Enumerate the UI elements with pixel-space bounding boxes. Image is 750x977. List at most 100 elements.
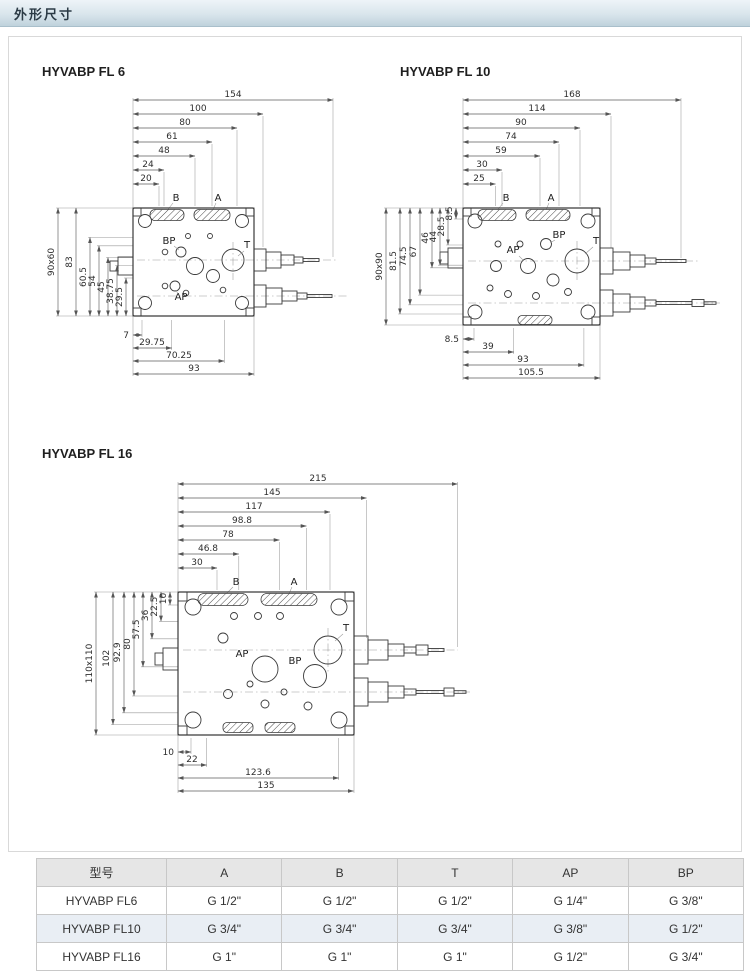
mounting-hole xyxy=(580,304,596,320)
port-label-b: B xyxy=(503,193,510,204)
table-row-fl6: HYVABP FL6 G 1/2" G 1/2" G 1/2" G 1/4" G… xyxy=(36,886,745,915)
port-ap xyxy=(251,655,279,683)
spec-cell: HYVABP FL16 xyxy=(36,942,167,971)
mounting-hole xyxy=(330,598,348,616)
dim-label: 78 xyxy=(222,530,234,540)
dim-label: 102 xyxy=(102,650,112,667)
fl6-title: HYVABP FL 6 xyxy=(42,64,126,79)
fl10-centerlines xyxy=(468,241,720,304)
dim-label: 74.5 xyxy=(399,246,409,266)
port-label-ap: AP xyxy=(175,292,188,303)
spec-cell: G 3/4" xyxy=(627,942,745,971)
port-label-a: A xyxy=(291,577,298,588)
col-header-a: A xyxy=(165,858,283,887)
port-label-a: A xyxy=(215,193,222,204)
col-header-model: 型号 xyxy=(36,858,167,887)
col-header-t: T xyxy=(396,858,514,887)
bottom-slot xyxy=(264,722,296,733)
dim-label: 25 xyxy=(473,174,484,184)
port-ap xyxy=(169,280,181,292)
spec-cell: G 1/2" xyxy=(627,914,745,943)
dim-label: 145 xyxy=(263,488,280,498)
mounting-hole xyxy=(330,711,348,729)
dim-label: 20 xyxy=(140,174,152,184)
dim-label: 28.5 xyxy=(437,216,447,236)
fl10-valve-body: BP T AP xyxy=(439,207,601,326)
mounting-hole xyxy=(138,296,152,310)
fl10-extension-lines xyxy=(384,98,682,380)
port-label-bp: BP xyxy=(553,230,566,241)
dim-label: 81.5 xyxy=(389,251,399,271)
spec-cell: G 3/4" xyxy=(396,914,514,943)
dim-label: 98.8 xyxy=(232,516,252,526)
dim-label: 54 xyxy=(88,275,98,287)
dim-label: 70.25 xyxy=(166,351,192,361)
port-label-bp: BP xyxy=(163,236,176,247)
dim-label: 60.5 xyxy=(79,267,89,287)
dim-label: 123.6 xyxy=(245,768,271,778)
dim-label: 57.5 xyxy=(132,619,142,639)
dim-label: 8.5 xyxy=(445,206,455,220)
mounting-hole xyxy=(184,711,202,729)
mounting-hole xyxy=(235,296,249,310)
table-row-fl16: HYVABP FL16 G 1" G 1" G 1" G 1/2" G 3/4" xyxy=(36,942,745,971)
drawing-fl10: 168 114 90 74 59 30 25 xyxy=(375,90,720,380)
dim-label: 114 xyxy=(528,104,545,114)
dim-label: 10 xyxy=(163,748,175,758)
port-label-t: T xyxy=(592,236,600,247)
fl16-valve-body: T AP BP xyxy=(154,591,355,736)
port-label-t: T xyxy=(342,623,350,634)
fl16-cartridges xyxy=(353,635,467,707)
dim-label: 46 xyxy=(421,232,431,244)
dim-label: 105.5 xyxy=(518,368,544,378)
dim-label: 117 xyxy=(245,502,262,512)
port-slot-a xyxy=(525,209,571,221)
dim-label: 22 xyxy=(186,755,197,765)
dim-label: 93 xyxy=(188,364,199,374)
mounting-hole xyxy=(235,214,249,228)
dim-label: 30 xyxy=(476,160,488,170)
dim-label: 135 xyxy=(257,781,274,791)
mounting-hole xyxy=(138,214,152,228)
port-slot-b xyxy=(149,209,185,221)
dim-label: 22.5 xyxy=(150,597,160,617)
port-label-ap: AP xyxy=(507,245,520,256)
mounting-hole xyxy=(467,213,483,229)
dim-label: 59 xyxy=(495,146,507,156)
port-bp xyxy=(175,246,187,258)
mounting-hole xyxy=(467,304,483,320)
dim-label: 46.8 xyxy=(198,544,218,554)
dim-label: 90 xyxy=(515,118,527,128)
spec-cell: HYVABP FL6 xyxy=(36,886,167,915)
dim-label: 100 xyxy=(189,104,206,114)
dim-label: 154 xyxy=(224,90,241,100)
spec-cell: G 1/2" xyxy=(165,886,283,915)
dim-label: 168 xyxy=(563,90,580,100)
dim-label: 90x90 xyxy=(375,252,385,281)
dim-label: 80 xyxy=(179,118,191,128)
fl10-left-dims: 90x90 81.5 74.5 67 46 44 28.5 8.5 xyxy=(375,206,458,326)
dim-label: 29.5 xyxy=(115,287,125,307)
col-header-ap: AP xyxy=(512,858,629,887)
spec-cell: HYVABP FL10 xyxy=(36,914,167,943)
dim-label: 24 xyxy=(142,160,154,170)
spec-cell: G 3/4" xyxy=(165,914,283,943)
spec-cell: G 1/4" xyxy=(512,886,629,915)
port-slot-b xyxy=(197,593,249,606)
port-t xyxy=(313,635,343,665)
dim-label: 61 xyxy=(166,132,177,142)
spec-cell: G 1/2" xyxy=(396,886,514,915)
mounting-hole xyxy=(184,598,202,616)
fl16-title: HYVABP FL 16 xyxy=(42,446,133,461)
fl10-bottom-dims: 8.5 39 93 105.5 xyxy=(445,335,601,380)
fl6-extension-lines xyxy=(56,98,334,376)
dim-label: 83 xyxy=(65,256,75,267)
port-t xyxy=(221,248,245,272)
table-row-fl10: HYVABP FL10 G 3/4" G 3/4" G 3/4" G 3/8" … xyxy=(36,914,745,943)
fl6-left-dims: 90x60 83 60.5 54 45 38.75 29.5 xyxy=(47,207,128,317)
page-title: 外形尺寸 xyxy=(14,6,75,22)
spec-table: 型号 A B T AP BP HYVABP FL6 G 1/2" G 1/2" … xyxy=(36,858,745,971)
fl6-valve-body: BP T AP xyxy=(109,207,255,317)
fl10-cartridges xyxy=(599,247,717,317)
dim-label: 110x110 xyxy=(85,643,95,683)
